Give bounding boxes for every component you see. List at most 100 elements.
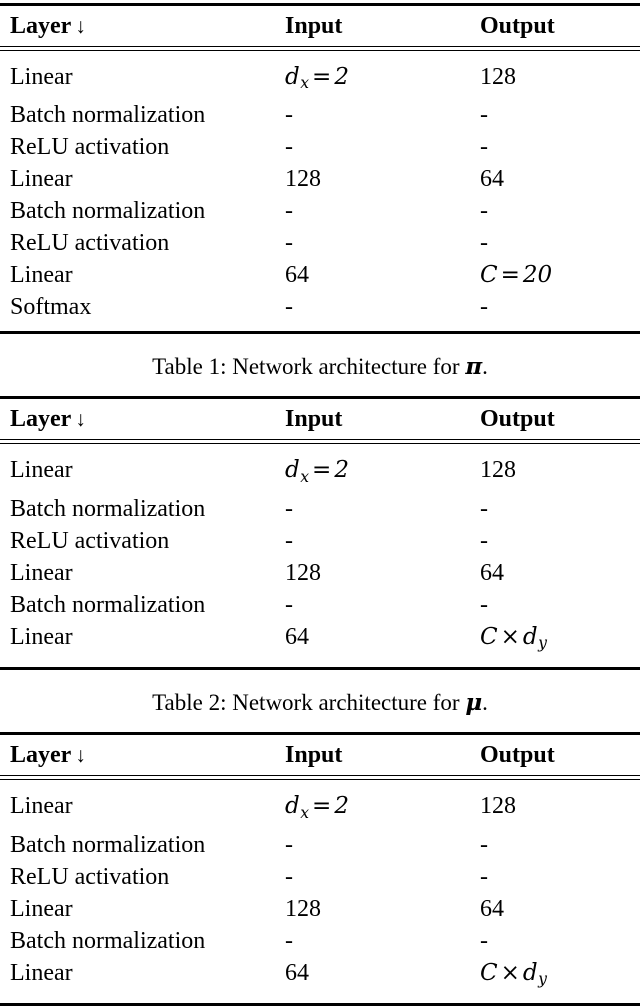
table-row: Batch normalization-- [0,195,640,227]
cell-input: - [285,493,480,525]
cell-output: - [480,493,640,525]
cell-layer: Linear [10,959,73,986]
cell-output-value: - [480,102,488,129]
table-row: Softmax-- [0,291,640,331]
header-layer: Layer↓ [0,735,285,775]
cell-input-math-subscript: x [300,466,310,486]
cell-input: 128 [285,163,480,195]
table-1-bottom-rule [0,331,640,335]
cell-input-value: 128 [285,166,321,193]
cell-output: 64 [480,557,640,589]
cell-input: - [285,525,480,557]
cell-input-math: dx=2 [285,457,349,486]
cell-output-math-operator: × [500,959,520,986]
cell-layer: Linear [10,793,73,820]
cell-output: 64 [480,893,640,925]
cell-input-value: - [285,863,293,890]
table-1-caption-suffix: . [482,354,488,380]
header-output: Output [480,742,555,769]
cell-output: - [480,829,640,861]
cell-input: dx=2 [285,444,480,492]
cell-input-math-subscript: x [300,802,310,822]
cell-output-math-value-subscript: y [538,633,547,653]
cell-output: 128 [480,444,640,492]
cell-input-math-base: d [285,457,300,484]
table-2-caption-suffix: . [482,690,488,716]
header-layer-label: Layer [10,742,72,769]
cell-output-math: C=20 [480,262,552,288]
table-row: ReLU activation-- [0,861,640,893]
cell-input-math: dx=2 [285,793,349,822]
cell-input-value: 64 [285,623,309,650]
cell-output: - [480,195,640,227]
cell-output-math-base: C [480,623,498,650]
cell-output-value: 64 [480,895,504,922]
cell-output: 128 [480,51,640,99]
sort-down-arrow-icon: ↓ [75,407,86,432]
cell-output-math-base: C [480,959,498,986]
cell-layer: Linear [10,895,73,922]
cell-input-value: 128 [285,559,321,586]
cell-layer: Batch normalization [10,591,206,618]
cell-layer: ReLU activation [10,230,170,257]
cell-output: - [480,525,640,557]
cell-output: - [480,589,640,621]
cell-output: - [480,227,640,259]
table-3-bottom-rule [0,1002,640,1006]
cell-output-value: - [480,198,488,225]
header-layer: Layer↓ [0,6,285,46]
cell-input: 128 [285,557,480,589]
table-row: Linear 64 C×dy [0,621,640,667]
cell-output: C×dy [480,957,640,1003]
cell-input: - [285,227,480,259]
cell-output: C×dy [480,621,640,667]
cell-input-value: 64 [285,959,309,986]
header-layer-label: Layer [10,406,72,433]
table-row: Batch normalization-- [0,589,640,621]
sort-down-arrow-icon: ↓ [75,743,86,768]
cell-input: - [285,195,480,227]
cell-layer: Linear [10,262,73,289]
cell-input: 64 [285,957,480,1003]
cell-output: 64 [480,163,640,195]
table-3-header-table: Layer↓ Input Output [0,735,640,775]
table-row: ReLU activation - - [0,227,640,259]
cell-input: - [285,925,480,957]
table-1-header-row: Layer↓ Input Output [0,6,640,46]
cell-layer: Linear [10,623,73,650]
table-3-top-rule [0,732,640,736]
table-2-top-rule [0,396,640,400]
header-layer-label: Layer [10,13,72,39]
cell-output-math-base: C [480,262,498,289]
cell-input: 64 [285,621,480,667]
table-row: ReLU activation-- [0,525,640,557]
table-1-top-rule [0,3,640,6]
cell-input: 64 [285,259,480,291]
table-1-caption-prefix: Table 1: Network architecture for [152,354,466,380]
cell-output-math-operator: × [500,623,520,650]
cell-layer: Batch normalization [10,102,206,129]
table-row: Linear 64 C×dy [0,957,640,1003]
cell-input-value: - [285,134,293,161]
header-layer: Layer↓ [0,399,285,439]
cell-input-math-operator: = [312,793,332,820]
table-2-header-row: Layer↓ Input Output [0,399,640,439]
cell-output-value: - [480,230,488,257]
table-row: Batch normalization-- [0,493,640,525]
cell-output-value: - [480,495,488,522]
cell-input-math-subscript: x [300,73,310,93]
table-1-header-table: Layer↓ Input Output [0,6,640,46]
table-2-bottom-rule [0,667,640,671]
table-row: Batch normalization-- [0,99,640,131]
cell-input-value: - [285,230,293,257]
cell-input-value: - [285,495,293,522]
table-2-caption: Table 2: Network architecture for μ. [0,670,640,732]
header-input: Input [285,406,343,433]
cell-output: C=20 [480,259,640,291]
